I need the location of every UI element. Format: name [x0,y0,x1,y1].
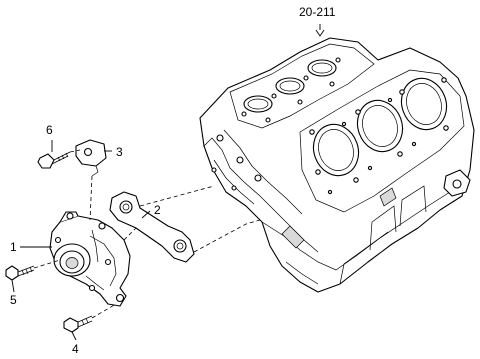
callout-6: 6 [46,123,53,137]
part-4-bolt [63,315,93,333]
part-1-water-pump [49,211,131,307]
callout-5: 5 [10,293,17,307]
part-5-bolt [5,265,35,281]
callout-2: 2 [154,203,161,217]
callout-ref-20-211: 20-211 [299,5,336,19]
callout-3: 3 [116,145,123,159]
engine-block [199,37,475,293]
callout-4: 4 [72,342,79,356]
part-2-gasket [109,191,195,263]
part-3-bracket [75,139,107,177]
alignment-lines [33,149,261,319]
callout-1: 1 [10,240,17,254]
leader-lines [11,24,325,341]
part-6-bolt [37,151,71,169]
